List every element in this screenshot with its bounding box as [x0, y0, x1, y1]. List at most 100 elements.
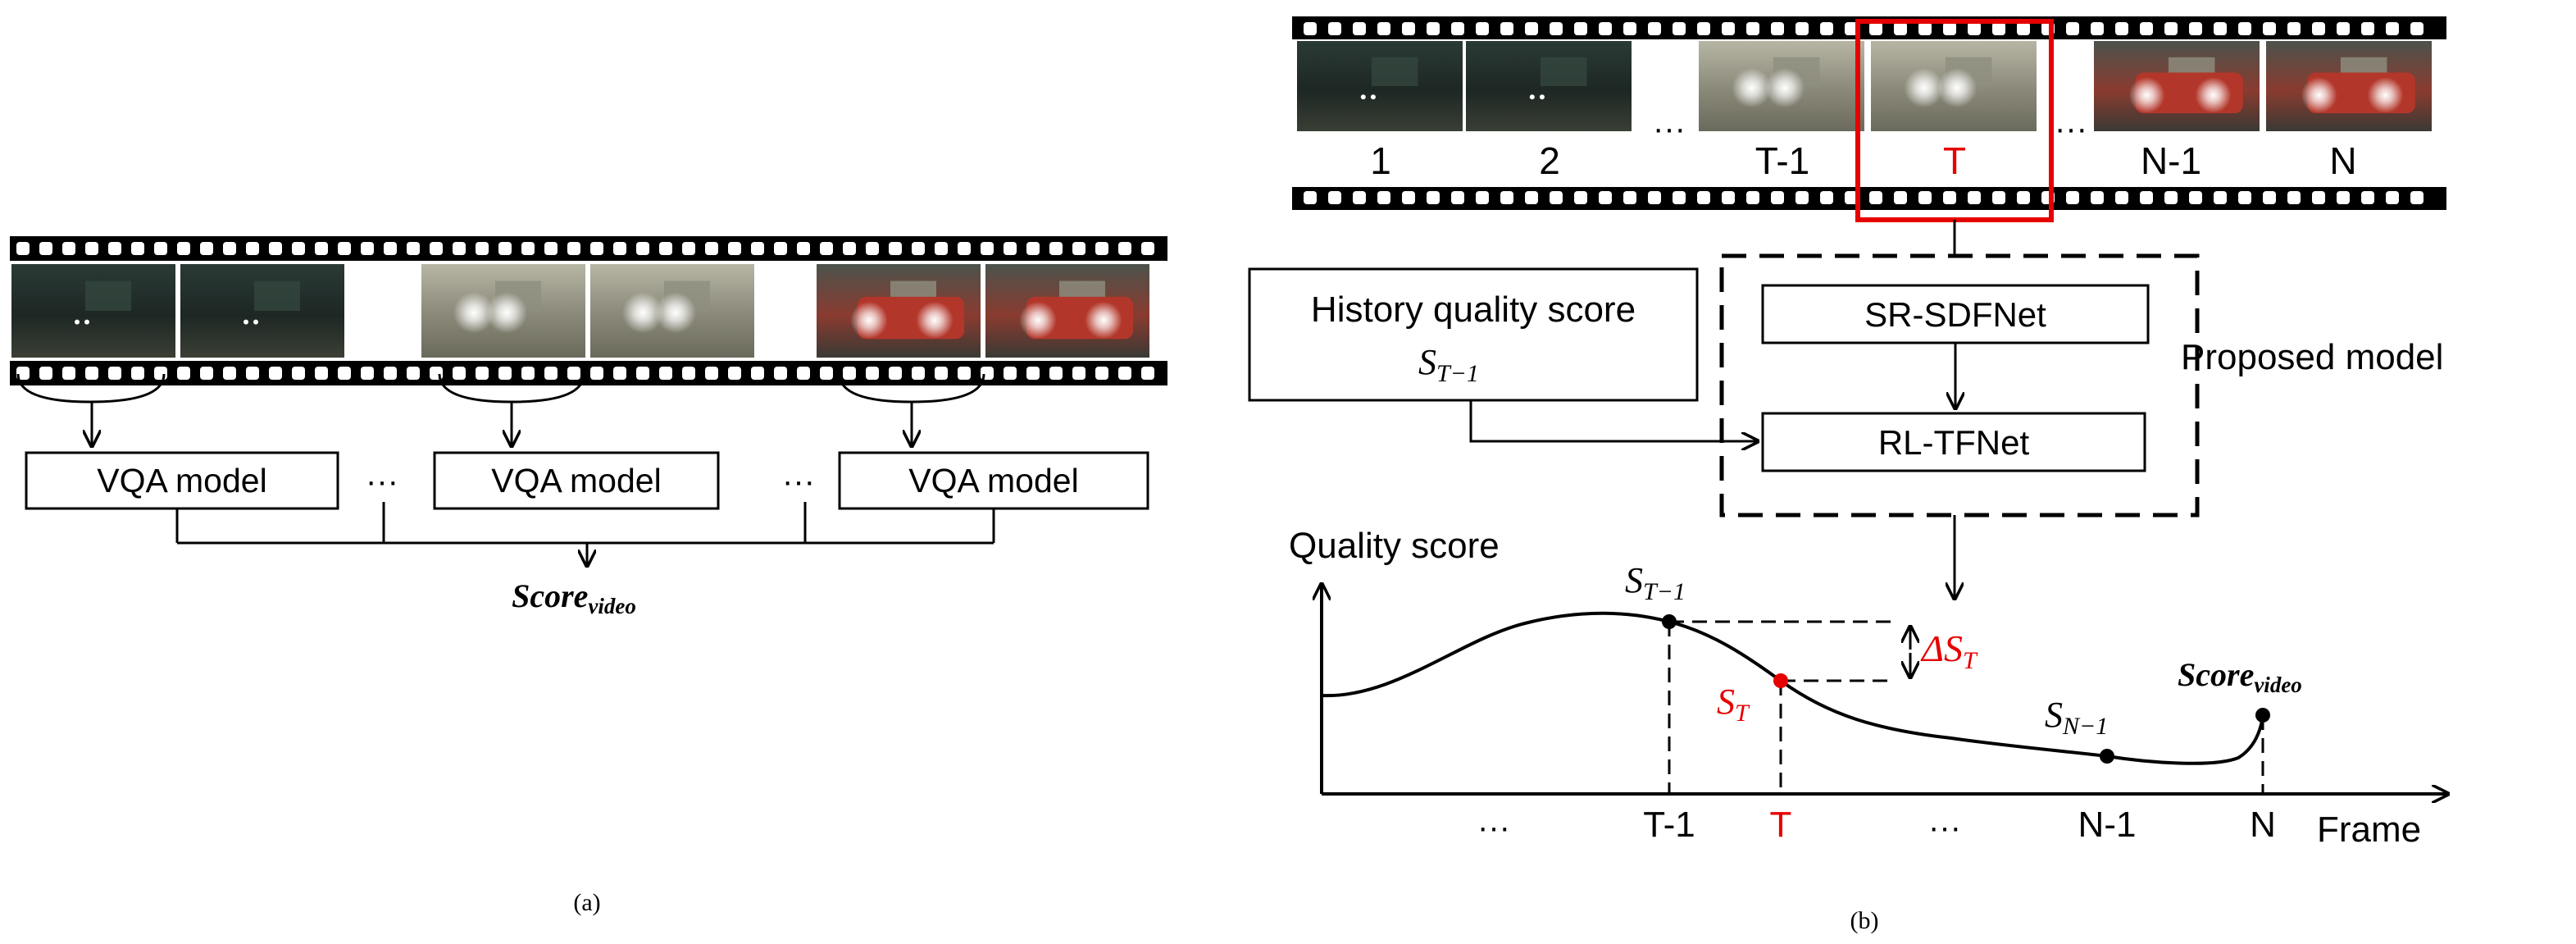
guide-lines	[1668, 620, 2264, 794]
sprocket-hole	[2091, 22, 2104, 35]
sprocket-hole	[1795, 22, 1809, 35]
video-frame-thumbnail	[2094, 41, 2260, 131]
sprocket-hole	[2066, 22, 2079, 35]
frame-label-2: 2	[1539, 139, 1560, 182]
history-score-label: History quality score	[1311, 290, 1636, 330]
sprocket-hole	[315, 367, 328, 380]
sprocket-hole	[613, 367, 626, 380]
sprocket-hole	[315, 242, 328, 255]
label-score-video: Scorevideo	[2178, 656, 2302, 697]
sprocket-hole	[1820, 191, 1833, 204]
sprocket-hole	[889, 367, 902, 380]
sprocket-hole	[1377, 22, 1390, 35]
sprocket-hole	[1623, 22, 1636, 35]
vqa-model-label: VQA model	[491, 462, 661, 499]
sprocket-hole	[636, 242, 649, 255]
video-frame-thumbnail	[817, 264, 981, 358]
sprocket-hole	[1072, 242, 1085, 255]
sprocket-hole	[1402, 22, 1415, 35]
sprocket-hole	[338, 242, 351, 255]
sprocket-hole	[2140, 191, 2153, 204]
video-frame-thumbnail	[180, 264, 344, 358]
sprocket-hole	[1648, 191, 1661, 204]
point-s-t-minus-1	[1662, 614, 1677, 629]
sprocket-hole	[912, 367, 925, 380]
sprocket-hole	[338, 367, 351, 380]
sprocket-hole	[1771, 22, 1784, 35]
sprocket-hole	[1500, 22, 1513, 35]
sprocket-hole	[1118, 367, 1131, 380]
tick-label-n-minus-1: N-1	[2078, 805, 2137, 845]
sprocket-hole	[476, 367, 489, 380]
sprocket-hole	[1722, 22, 1735, 35]
vqa-model-label: VQA model	[97, 462, 266, 499]
history-score-variable: ST−1	[1418, 342, 1479, 387]
sprocket-hole	[1845, 191, 1858, 204]
sprocket-hole	[1918, 22, 1932, 35]
sprocket-hole	[1328, 191, 1341, 204]
quality-score-graph: Quality score Frame ST−1 ST	[1289, 526, 2448, 850]
label-s-n-minus-1: SN−1	[2045, 695, 2108, 740]
sprocket-hole	[85, 242, 98, 255]
vqa-model-box-1: VQA model	[25, 451, 339, 510]
sprocket-hole	[912, 242, 925, 255]
sprocket-hole	[246, 367, 259, 380]
sprocket-hole	[1992, 191, 2005, 204]
sprocket-hole	[1869, 22, 1882, 35]
sprocket-hole	[498, 242, 512, 255]
point-s-n-minus-1	[2100, 749, 2114, 764]
sprocket-hole	[1049, 242, 1063, 255]
sprocket-hole	[246, 242, 259, 255]
film-strip-a	[10, 236, 1167, 385]
sprocket-hole	[16, 242, 30, 255]
frame-label-1: 1	[1370, 139, 1391, 182]
sprocket-hole	[1476, 191, 1489, 204]
sprocket-hole	[453, 242, 466, 255]
sprocket-hole	[797, 367, 810, 380]
sprocket-hole	[2164, 22, 2178, 35]
video-frame-thumbnail	[421, 264, 585, 358]
sprocket-hole	[2140, 22, 2153, 35]
frame-label-t: T	[1943, 139, 1966, 182]
video-frame-thumbnail	[985, 264, 1149, 358]
sprocket-hole	[131, 367, 144, 380]
sprocket-hole	[1623, 191, 1636, 204]
sprocket-hole	[1550, 22, 1563, 35]
sprocket-hole	[430, 242, 443, 255]
sprocket-hole	[223, 367, 236, 380]
panel-b: 1 2 ··· T-1 T ··· N-1 N Proposed model S…	[1248, 16, 2448, 934]
sprocket-hole	[1141, 242, 1154, 255]
sprocket-hole	[361, 242, 374, 255]
video-score-output: Scorevideo	[512, 577, 636, 618]
sprocket-hole	[476, 242, 489, 255]
sprocket-hole	[1095, 242, 1108, 255]
sprocket-hole	[2115, 191, 2128, 204]
sprocket-hole	[1673, 22, 1686, 35]
video-frames-a	[11, 264, 1149, 358]
sprocket-hole	[1427, 22, 1440, 35]
sprocket-hole	[2115, 22, 2128, 35]
sprocket-hole	[2066, 191, 2079, 204]
sprocket-hole	[108, 367, 121, 380]
sprocket-hole	[2263, 22, 2276, 35]
history-score-box: History quality score ST−1	[1248, 267, 1699, 402]
sprocket-hole	[797, 242, 810, 255]
sprocket-hole	[1968, 22, 1981, 35]
sprocket-hole	[544, 242, 558, 255]
sprocket-hole	[2337, 191, 2350, 204]
sprocket-hole	[223, 242, 236, 255]
sprocket-hole	[200, 242, 213, 255]
sprocket-hole	[1353, 191, 1366, 204]
sprocket-hole	[1746, 22, 1759, 35]
label-s-t: ST	[1717, 682, 1750, 727]
sprocket-hole	[292, 367, 305, 380]
sprocket-hole	[866, 242, 879, 255]
sprocket-hole	[1304, 22, 1317, 35]
sprocket-hole	[590, 242, 603, 255]
sprocket-hole	[177, 367, 190, 380]
sprocket-hole	[1353, 22, 1366, 35]
sprocket-hole	[521, 367, 535, 380]
video-frames-b	[1297, 41, 2432, 131]
sprocket-hole	[1118, 242, 1131, 255]
sprocket-hole	[1918, 191, 1932, 204]
